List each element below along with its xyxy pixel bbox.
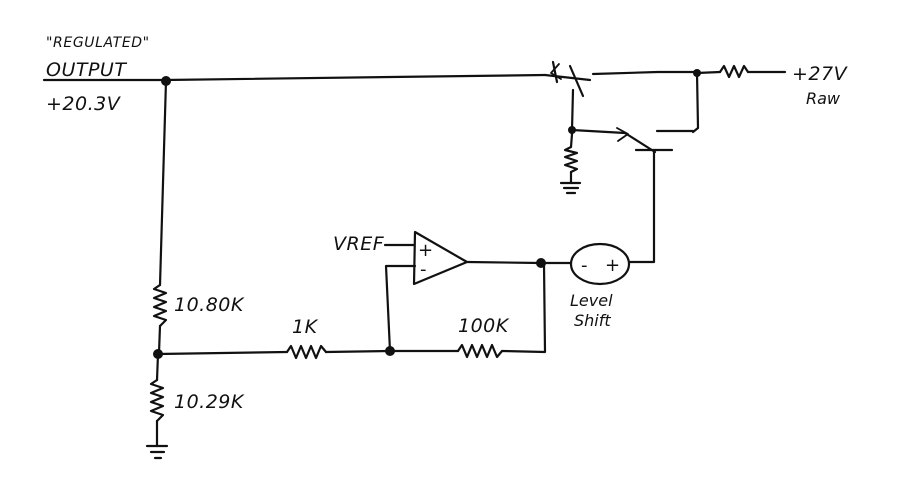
op-amp: + -: [383, 230, 546, 286]
level-shift-label-line2: Shift: [574, 311, 611, 330]
input-resistor-label: 1K: [292, 316, 319, 338]
output-label: OUTPUT: [46, 59, 127, 81]
shift-minus-sign: -: [581, 255, 588, 276]
output-voltage-label: +20.3V: [46, 93, 122, 115]
supply-voltage-label: +27V: [792, 63, 849, 85]
bottom-resistor-label: 10.29K: [174, 391, 245, 413]
opamp-minus-sign: -: [420, 259, 427, 280]
top-resistor-label: 10.80K: [174, 294, 245, 316]
pulldown-resistor: [559, 132, 582, 195]
opamp-plus-sign: +: [418, 240, 433, 261]
regulated-label: "REGULATED": [46, 35, 150, 51]
divider-string: [145, 79, 169, 460]
level-shift-label-line1: Level: [570, 291, 613, 310]
raw-supply: [691, 64, 787, 134]
pass-transistor: [543, 60, 698, 132]
vref-label: VREF: [333, 233, 385, 255]
shift-plus-sign: +: [605, 255, 620, 276]
driver-transistor: [568, 126, 695, 264]
feedback-resistor: [384, 262, 547, 359]
input-resistor: [156, 344, 395, 360]
feedback-resistor-label: 100K: [458, 315, 510, 337]
level-shift: - +: [539, 242, 631, 286]
supply-note-label: Raw: [806, 89, 841, 108]
